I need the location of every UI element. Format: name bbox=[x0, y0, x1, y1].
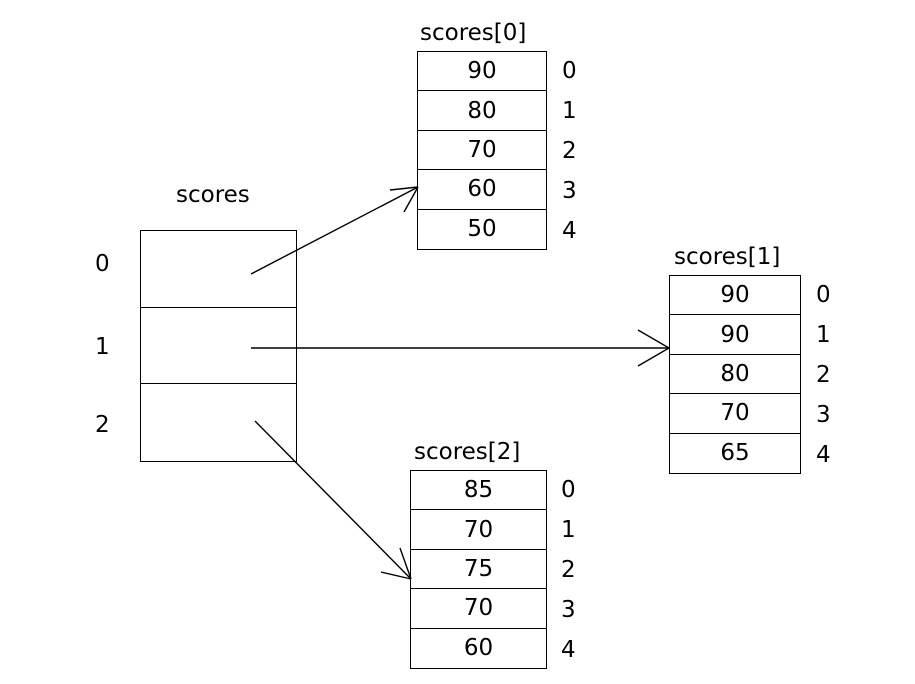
inner-array-1-box: 90 90 80 70 65 bbox=[669, 275, 801, 474]
inner-array-2-index-2: 2 bbox=[561, 557, 576, 583]
inner-array-0-index-3: 3 bbox=[562, 178, 577, 204]
inner-array-0-index-0: 0 bbox=[562, 58, 577, 84]
inner-array-2-cell-1[interactable]: 70 bbox=[411, 510, 546, 550]
inner-array-2-cell-3[interactable]: 70 bbox=[411, 589, 546, 629]
inner-array-0-title: scores[0] bbox=[420, 20, 527, 46]
inner-array-1-cell-0[interactable]: 90 bbox=[670, 276, 800, 316]
inner-array-2-title: scores[2] bbox=[414, 439, 521, 465]
inner-array-0-cell-3[interactable]: 60 bbox=[418, 170, 546, 210]
inner-array-0-cell-1[interactable]: 80 bbox=[418, 91, 546, 131]
outer-array-cell-2[interactable] bbox=[141, 384, 296, 461]
inner-array-0-cell-4[interactable]: 50 bbox=[467, 216, 497, 243]
inner-array-1-index-1: 1 bbox=[816, 322, 831, 348]
inner-array-2-index-4: 4 bbox=[561, 637, 576, 663]
inner-array-2-cell-2[interactable]: 75 bbox=[411, 550, 546, 590]
inner-array-1-index-4: 4 bbox=[816, 442, 831, 468]
inner-array-0-cell-2[interactable]: 70 bbox=[418, 131, 546, 171]
inner-array-0-box: 90 80 70 60 50 bbox=[417, 51, 547, 250]
inner-array-2-box: 85 70 75 70 60 bbox=[410, 470, 547, 669]
inner-array-2-index-0: 0 bbox=[561, 477, 576, 503]
inner-array-1-index-0: 0 bbox=[816, 282, 831, 308]
inner-array-1-cell-3[interactable]: 70 bbox=[670, 394, 800, 434]
inner-array-2-index-1: 1 bbox=[561, 517, 576, 543]
inner-array-0-index-4: 4 bbox=[562, 218, 577, 244]
outer-array-index-0: 0 bbox=[95, 251, 110, 277]
pointer-arrow-1 bbox=[251, 329, 670, 367]
inner-array-2-cell-4[interactable]: 60 bbox=[463, 635, 494, 662]
outer-array-index-2: 2 bbox=[95, 412, 110, 438]
inner-array-1-cell-1[interactable]: 90 bbox=[670, 315, 800, 355]
outer-array-index-1: 1 bbox=[95, 334, 110, 360]
inner-array-0-cell-0[interactable]: 90 bbox=[418, 52, 546, 92]
outer-array-box bbox=[140, 230, 297, 462]
inner-array-1-index-3: 3 bbox=[816, 402, 831, 428]
inner-array-0-index-1: 1 bbox=[562, 98, 577, 124]
outer-array-title: scores bbox=[176, 182, 250, 208]
inner-array-2-index-3: 3 bbox=[561, 597, 576, 623]
inner-array-1-index-2: 2 bbox=[816, 362, 831, 388]
outer-array-cell-1[interactable] bbox=[141, 308, 296, 385]
inner-array-0-index-2: 2 bbox=[562, 138, 577, 164]
outer-array-cell-0[interactable] bbox=[141, 231, 296, 308]
inner-array-1-cell-2[interactable]: 80 bbox=[670, 355, 800, 395]
inner-array-2-cell-0[interactable]: 85 bbox=[411, 471, 546, 511]
inner-array-1-title: scores[1] bbox=[674, 244, 781, 270]
inner-array-1-cell-4[interactable]: 65 bbox=[720, 440, 750, 467]
